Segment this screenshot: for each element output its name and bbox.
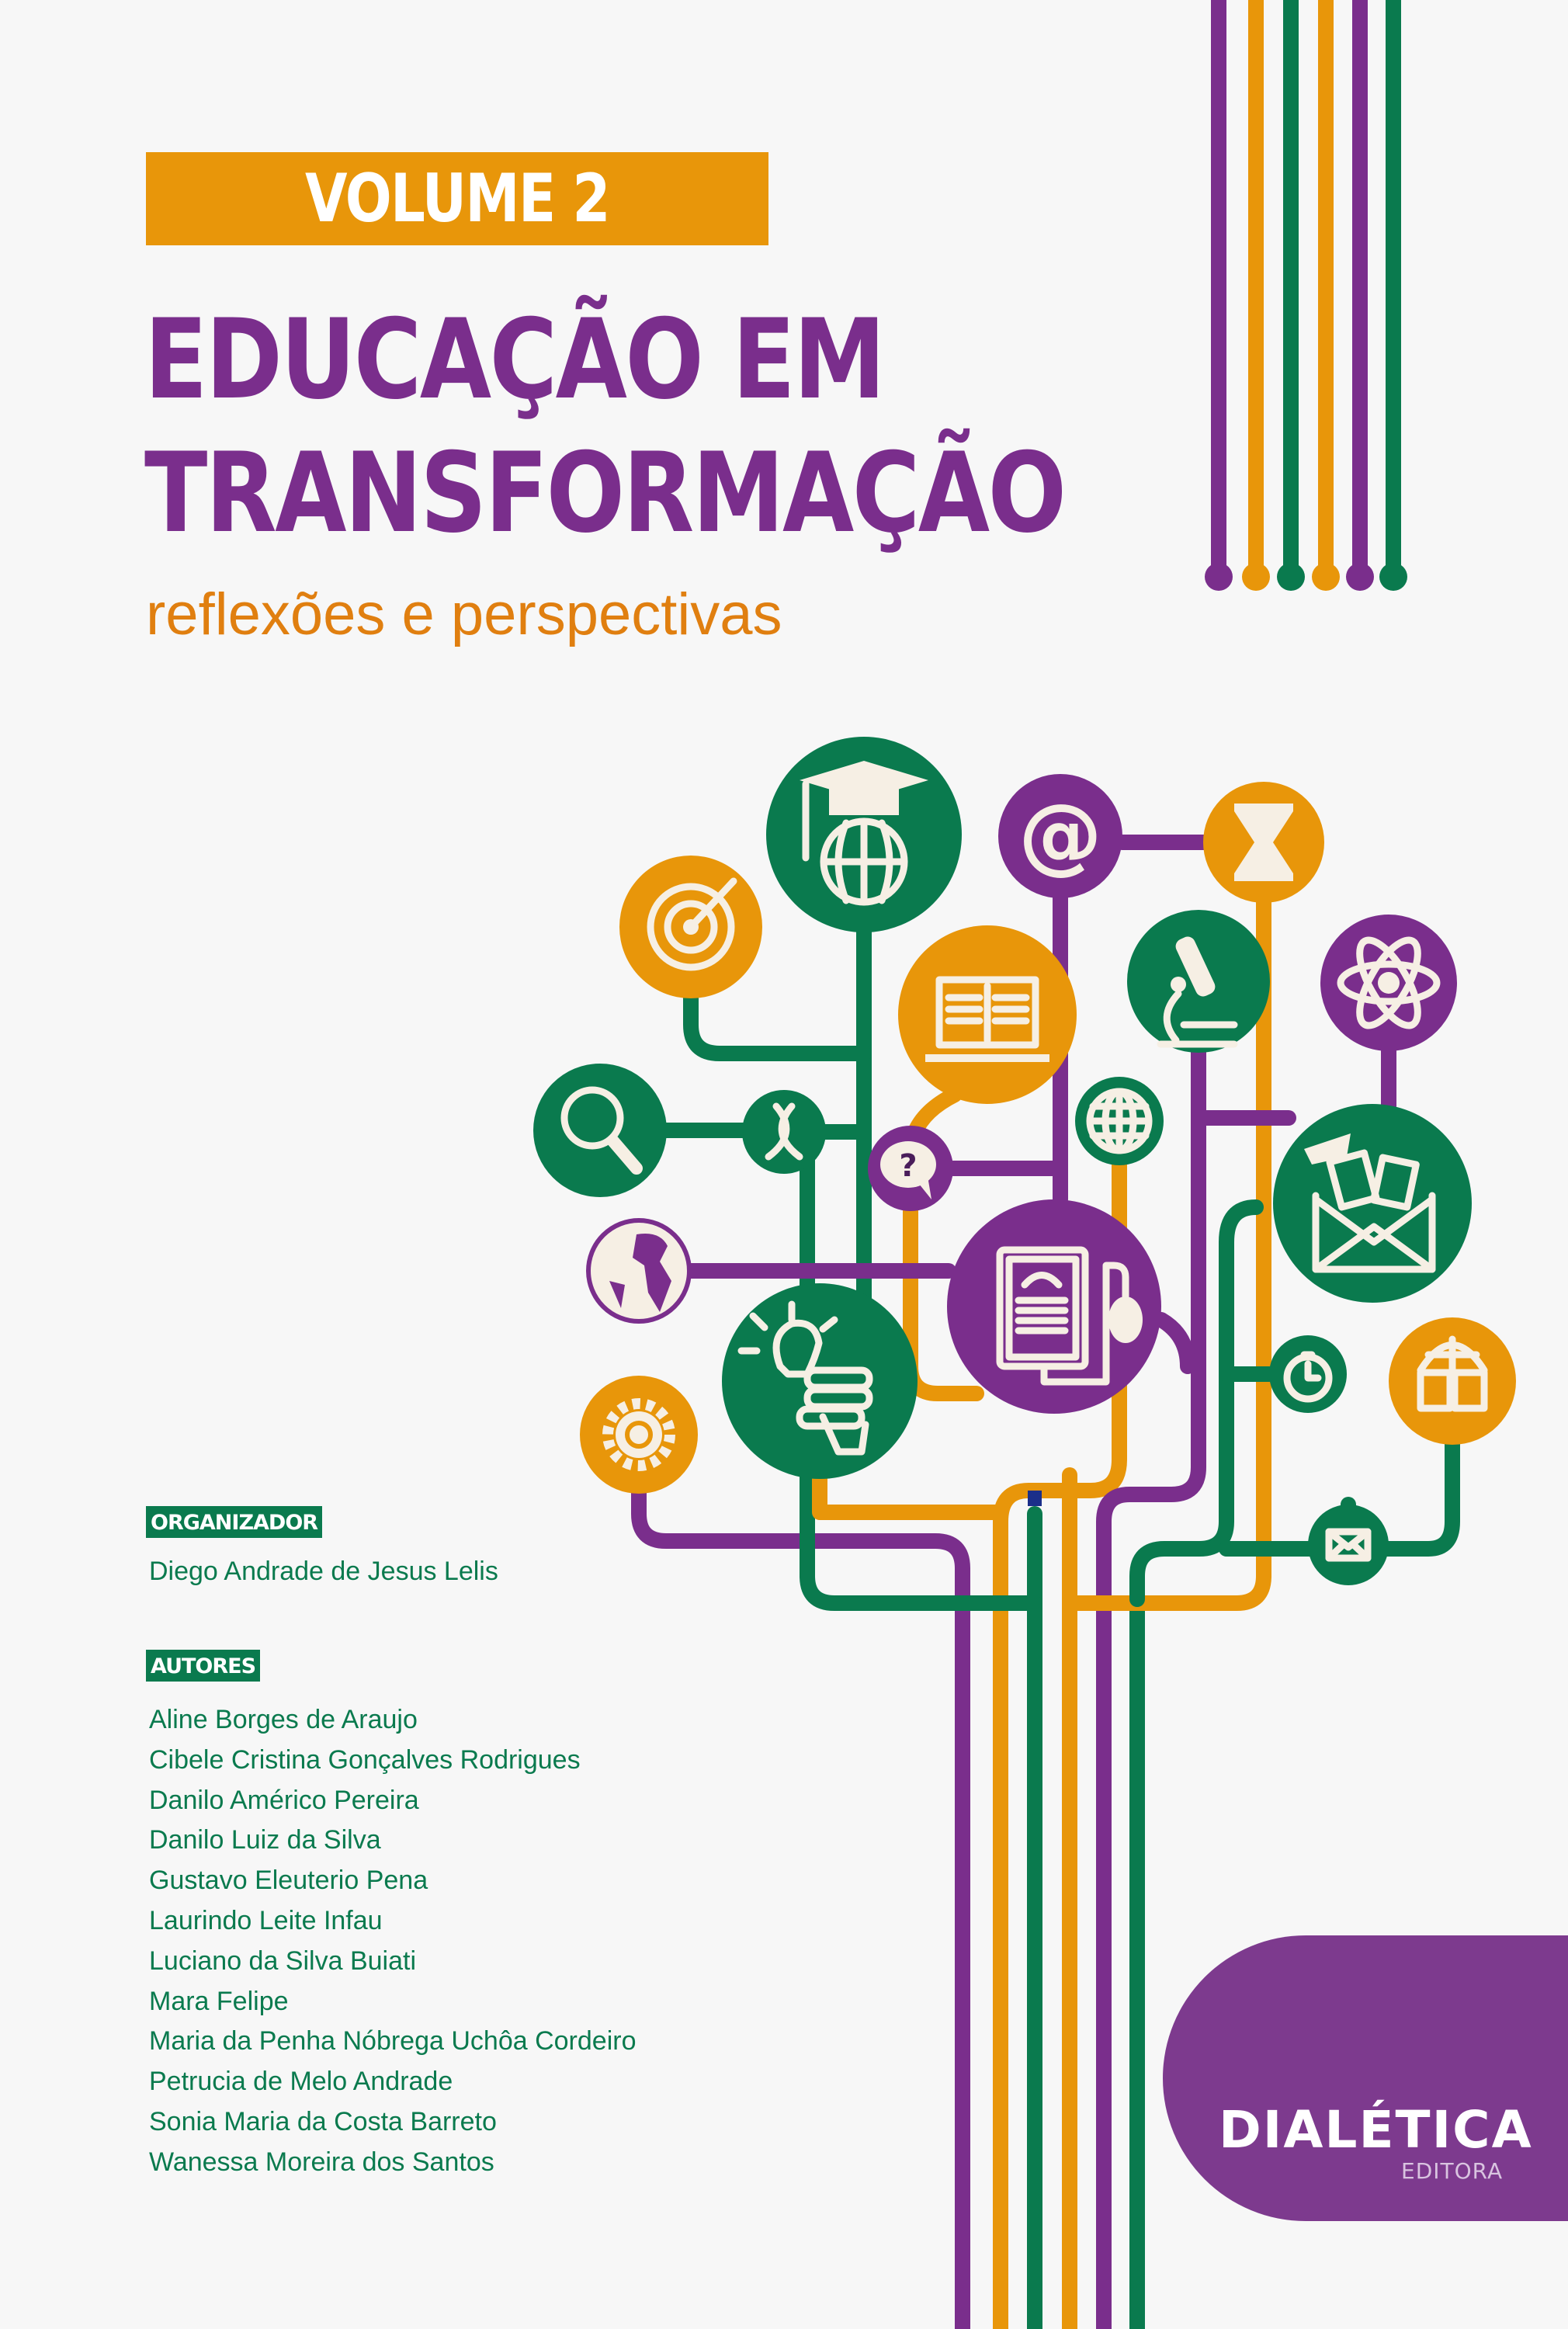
hourglass-icon (1203, 782, 1324, 903)
author-name: Aline Borges de Araujo (149, 1705, 418, 1734)
author-name: Danilo Luiz da Silva (149, 1825, 381, 1855)
author-name: Mara Felipe (149, 1986, 289, 2016)
envelope-documents-icon (1273, 1104, 1472, 1303)
organizer-name: Diego Andrade de Jesus Lelis (149, 1557, 498, 1586)
laptop-book-icon (898, 925, 1077, 1104)
publisher-subname: EDITORA (1401, 2158, 1504, 2184)
atom-icon (1320, 915, 1457, 1051)
title-line-2: TRANSFORMAÇÃO (144, 429, 1067, 557)
top-right-lines (1205, 0, 1407, 591)
author-name: Gustavo Eleuterio Pena (149, 1866, 428, 1896)
globe-book-icon (1389, 1317, 1516, 1445)
stopwatch-icon (1269, 1335, 1347, 1413)
title-line-1: EDUCAÇÃO EM (144, 296, 886, 424)
author-name: Laurindo Leite Infau (149, 1905, 383, 1935)
tablet-mouse-icon (947, 1199, 1161, 1414)
gear-icon (580, 1376, 698, 1494)
graduation-globe-icon (766, 737, 962, 932)
publisher-name: DIALÉTICA (1219, 2100, 1533, 2160)
publisher-badge (1163, 1935, 1568, 2221)
svg-text:?: ? (899, 1148, 917, 1184)
target-icon (619, 856, 762, 998)
author-name: Wanessa Moreira dos Santos (149, 2147, 494, 2177)
microscope-icon (1127, 910, 1270, 1053)
magnifier-icon (533, 1064, 667, 1197)
authors-list: Aline Borges de Araujo Cibele Cristina G… (149, 1700, 636, 2183)
mail-icon (1308, 1505, 1389, 1585)
author-name: Luciano da Silva Buiati (149, 1945, 417, 1976)
question-bubble-icon: ? (868, 1126, 953, 1211)
organizer-label: ORGANIZADOR (146, 1506, 323, 1538)
author-name: Petrucia de Melo Andrade (149, 2067, 453, 2097)
volume-banner: VOLUME 2 (146, 152, 768, 245)
earth-icon (586, 1218, 692, 1324)
tree-branches (631, 835, 1460, 2329)
author-name: Cibele Cristina Gonçalves Rodrigues (149, 1744, 581, 1775)
globe-icon (1075, 1077, 1164, 1165)
at-sign-icon: @ (998, 774, 1122, 898)
lightbulb-books-icon (722, 1283, 918, 1479)
book-subtitle: reflexões e perspectivas (146, 581, 782, 647)
volume-label: VOLUME 2 (305, 160, 610, 238)
dna-icon (742, 1090, 826, 1174)
author-name: Sonia Maria da Costa Barreto (149, 2106, 497, 2136)
author-name: Maria da Penha Nóbrega Uchôa Cordeiro (149, 2026, 637, 2057)
book-title: EDUCAÇÃO EM TRANSFORMAÇÃO (144, 293, 1067, 561)
author-name: Danilo Américo Pereira (149, 1785, 419, 1815)
authors-label: AUTORES (146, 1650, 261, 1682)
svg-text:@: @ (1018, 786, 1102, 883)
